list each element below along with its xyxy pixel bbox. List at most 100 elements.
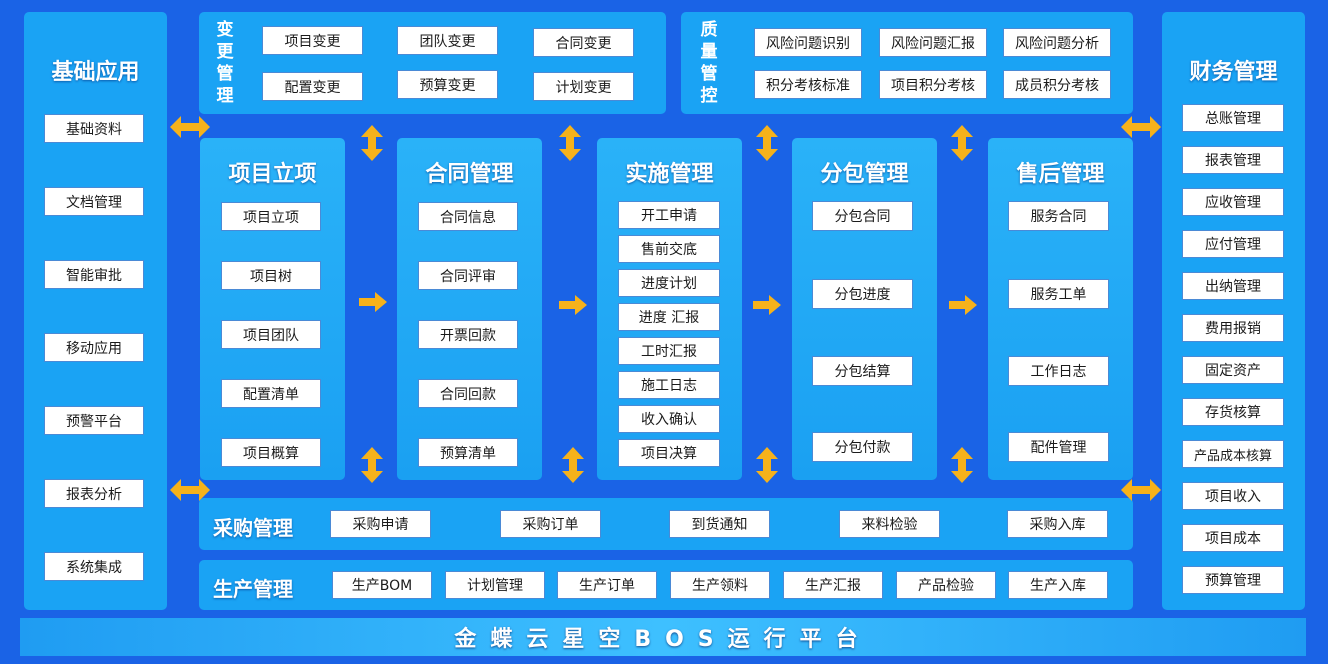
arrow-updown-icon (559, 125, 581, 161)
column-item[interactable]: 配置清单 (221, 379, 321, 408)
column-item[interactable]: 配件管理 (1008, 432, 1109, 462)
column-item[interactable]: 工作日志 (1008, 356, 1109, 386)
quality-mgmt-title: 质量管控 (700, 20, 718, 106)
right-item[interactable]: 固定资产 (1182, 356, 1284, 384)
arrow-right-icon (359, 292, 387, 312)
change-mgmt-panel: 变更管理 项目变更 团队变更 合同变更 配置变更 预算变更 计划变更 (199, 12, 666, 114)
arrow-right-icon (949, 295, 977, 315)
arrow-updown-icon (361, 447, 383, 483)
change-mgmt-title: 变更管理 (216, 20, 234, 106)
right-item[interactable]: 总账管理 (1182, 104, 1284, 132)
column-after-sales-mgmt: 售后管理 服务合同 服务工单 工作日志 配件管理 (988, 138, 1133, 480)
column-item[interactable]: 开工申请 (618, 201, 720, 229)
purchase-item[interactable]: 采购订单 (500, 510, 601, 538)
column-item[interactable]: 项目概算 (221, 438, 321, 467)
change-item[interactable]: 计划变更 (533, 72, 634, 101)
column-item[interactable]: 合同回款 (418, 379, 518, 408)
column-item[interactable]: 项目决算 (618, 439, 720, 467)
left-item[interactable]: 文档管理 (44, 187, 144, 216)
left-item[interactable]: 预警平台 (44, 406, 144, 435)
arrow-leftright-icon (170, 479, 210, 501)
change-item[interactable]: 团队变更 (397, 26, 498, 55)
column-contract-mgmt: 合同管理 合同信息 合同评审 开票回款 合同回款 预算清单 (397, 138, 542, 480)
platform-footer: 金蝶云星空BOS运行平台 (20, 618, 1306, 656)
quality-item[interactable]: 项目积分考核 (879, 70, 987, 99)
purchase-mgmt-title: 采购管理 (213, 516, 293, 540)
left-item[interactable]: 智能审批 (44, 260, 144, 289)
production-item[interactable]: 生产BOM (332, 571, 432, 599)
right-panel-title: 财务管理 (1189, 60, 1278, 85)
column-item[interactable]: 分包结算 (812, 356, 913, 386)
quality-item[interactable]: 积分考核标准 (754, 70, 862, 99)
column-item[interactable]: 预算清单 (418, 438, 518, 467)
production-item[interactable]: 生产订单 (557, 571, 657, 599)
right-item[interactable]: 报表管理 (1182, 146, 1284, 174)
column-item[interactable]: 工时汇报 (618, 337, 720, 365)
right-item[interactable]: 产品成本核算 (1182, 440, 1284, 468)
production-item[interactable]: 生产领料 (670, 571, 770, 599)
change-item[interactable]: 预算变更 (397, 70, 498, 99)
left-item[interactable]: 系统集成 (44, 552, 144, 581)
arrow-leftright-icon (1121, 479, 1161, 501)
left-item[interactable]: 移动应用 (44, 333, 144, 362)
arrow-right-icon (559, 295, 587, 315)
column-item[interactable]: 施工日志 (618, 371, 720, 399)
column-item[interactable]: 分包付款 (812, 432, 913, 462)
purchase-item[interactable]: 来料检验 (839, 510, 940, 538)
left-item[interactable]: 报表分析 (44, 479, 144, 508)
quality-item[interactable]: 风险问题汇报 (879, 28, 987, 57)
arrow-updown-icon (562, 447, 584, 483)
arrow-updown-icon (756, 447, 778, 483)
arrow-updown-icon (756, 125, 778, 161)
column-item[interactable]: 开票回款 (418, 320, 518, 349)
arrow-leftright-icon (170, 116, 210, 138)
column-item[interactable]: 合同评审 (418, 261, 518, 290)
production-mgmt-panel: 生产管理 生产BOM 计划管理 生产订单 生产领料 生产汇报 产品检验 生产入库 (199, 560, 1133, 610)
purchase-item[interactable]: 采购申请 (330, 510, 431, 538)
right-item[interactable]: 出纳管理 (1182, 272, 1284, 300)
right-item[interactable]: 应收管理 (1182, 188, 1284, 216)
production-item[interactable]: 生产入库 (1008, 571, 1108, 599)
quality-item[interactable]: 成员积分考核 (1003, 70, 1111, 99)
column-item[interactable]: 项目立项 (221, 202, 321, 231)
column-item[interactable]: 服务合同 (1008, 201, 1109, 231)
right-item[interactable]: 费用报销 (1182, 314, 1284, 342)
production-item[interactable]: 计划管理 (445, 571, 545, 599)
left-item[interactable]: 基础资料 (44, 114, 144, 143)
column-title: 项目立项 (228, 162, 317, 187)
column-item[interactable]: 售前交底 (618, 235, 720, 263)
column-item[interactable]: 合同信息 (418, 202, 518, 231)
arrow-updown-icon (361, 125, 383, 161)
change-item[interactable]: 项目变更 (262, 26, 363, 55)
right-item[interactable]: 应付管理 (1182, 230, 1284, 258)
column-item[interactable]: 分包进度 (812, 279, 913, 309)
quality-item[interactable]: 风险问题分析 (1003, 28, 1111, 57)
right-item[interactable]: 项目收入 (1182, 482, 1284, 510)
right-item[interactable]: 项目成本 (1182, 524, 1284, 552)
left-panel: 基础应用 基础资料 文档管理 智能审批 移动应用 预警平台 报表分析 系统集成 (24, 12, 167, 610)
column-item[interactable]: 进度 汇报 (618, 303, 720, 331)
column-item[interactable]: 项目团队 (221, 320, 321, 349)
arrow-updown-icon (951, 125, 973, 161)
production-mgmt-title: 生产管理 (213, 577, 293, 601)
purchase-item[interactable]: 采购入库 (1007, 510, 1108, 538)
column-implementation-mgmt: 实施管理 开工申请 售前交底 进度计划 进度 汇报 工时汇报 施工日志 收入确认… (597, 138, 742, 480)
column-item[interactable]: 收入确认 (618, 405, 720, 433)
purchase-item[interactable]: 到货通知 (669, 510, 770, 538)
column-item[interactable]: 项目树 (221, 261, 321, 290)
production-item[interactable]: 产品检验 (896, 571, 996, 599)
change-item[interactable]: 配置变更 (262, 72, 363, 101)
column-item[interactable]: 进度计划 (618, 269, 720, 297)
change-item[interactable]: 合同变更 (533, 28, 634, 57)
production-item[interactable]: 生产汇报 (783, 571, 883, 599)
quality-mgmt-panel: 质量管控 风险问题识别 风险问题汇报 风险问题分析 积分考核标准 项目积分考核 … (681, 12, 1133, 114)
column-item[interactable]: 服务工单 (1008, 279, 1109, 309)
right-panel: 财务管理 总账管理 报表管理 应收管理 应付管理 出纳管理 费用报销 固定资产 … (1162, 12, 1305, 610)
column-subcontract-mgmt: 分包管理 分包合同 分包进度 分包结算 分包付款 (792, 138, 937, 480)
quality-item[interactable]: 风险问题识别 (754, 28, 862, 57)
arrow-leftright-icon (1121, 116, 1161, 138)
column-item[interactable]: 分包合同 (812, 201, 913, 231)
right-item[interactable]: 预算管理 (1182, 566, 1284, 594)
column-title: 分包管理 (820, 162, 909, 187)
right-item[interactable]: 存货核算 (1182, 398, 1284, 426)
